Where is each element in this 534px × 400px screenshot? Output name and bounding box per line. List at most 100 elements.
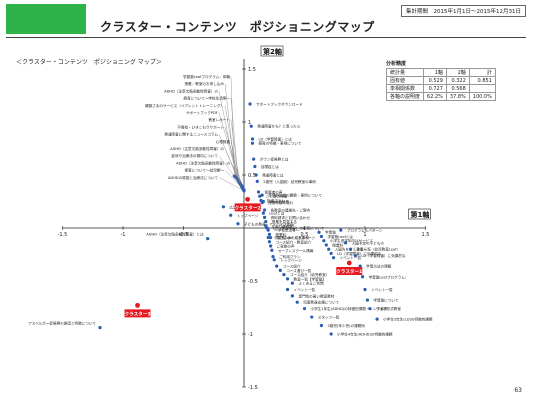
stats-table: 統計量 1軸 2軸 計 固有値 0.529 0.322 0.851 単相関係数 … <box>385 68 496 101</box>
data-point <box>290 294 294 298</box>
y-tick-label: -1.5 <box>248 385 258 391</box>
data-point <box>285 277 290 281</box>
page-title: クラスター・コンテンツ ポジショニングマップ <box>100 20 375 34</box>
leader-line <box>224 169 245 190</box>
leader-line <box>230 119 240 183</box>
point-label: コース選び一覧 <box>286 268 311 273</box>
point-label: 療育について～幼児期～ <box>185 168 225 173</box>
y-tick-label: -1 <box>248 332 253 338</box>
data-point <box>363 287 367 292</box>
axis-1-title: 第1軸 <box>411 210 430 219</box>
data-point <box>258 194 262 198</box>
data-point <box>261 199 265 204</box>
leader-line <box>218 155 243 188</box>
point-label: 不登校・ひきこもりサポート <box>177 124 224 129</box>
cluster-label-box <box>336 266 363 275</box>
point-label: 学習塾Leaf トップページ <box>274 235 315 240</box>
cluster-label-box <box>234 203 261 212</box>
data-point <box>229 213 233 217</box>
point-label: ADHDの原因と治療法について <box>168 175 219 180</box>
point-label: 小学生4年生(ADHD)の特徴的課題 <box>337 332 393 337</box>
brand-color-block <box>6 4 86 34</box>
point-label: ご家族の声 <box>277 244 295 249</box>
point-label: 資料請求とお問い合わせ <box>271 215 311 220</box>
data-point <box>329 332 333 336</box>
leader-line <box>230 162 243 189</box>
point-label: 保護者の声 <box>265 189 283 194</box>
point-label: 自閉症とは <box>261 164 279 169</box>
data-point <box>206 237 210 241</box>
point-label: LD（学習障害）の療育について <box>273 226 325 231</box>
axis-1-title-box <box>408 208 431 220</box>
point-label: ADHD（注意欠陥多動性障害）の <box>164 88 218 93</box>
point-label: 学習塾Leafとは <box>327 234 353 239</box>
axis-2-title-box <box>260 45 284 57</box>
data-point <box>285 287 290 292</box>
data-point <box>317 230 321 234</box>
point-label: 専門性の高い教室教材 <box>298 293 334 298</box>
point-label: 療育の特徴・事例について <box>258 141 301 146</box>
point-label: 授業料 <box>275 232 286 237</box>
data-point <box>319 323 324 328</box>
point-label: 学習塾について <box>373 298 398 303</box>
data-point <box>275 264 279 268</box>
data-point <box>252 157 256 161</box>
data-point <box>266 235 270 240</box>
y-tick-label: 1.5 <box>248 67 256 73</box>
title-underline <box>6 37 526 38</box>
data-point <box>339 228 343 232</box>
point-label: スタッフ一覧 <box>318 315 340 320</box>
point-label: 小学生3年生(LD)の特徴的課題 <box>383 317 433 322</box>
point-label: 授業を見学する <box>272 219 298 224</box>
x-tick-label: -0.5 <box>179 232 189 238</box>
point-label: 合理的配慮の義務・事例について <box>268 193 322 198</box>
data-point <box>255 179 259 183</box>
data-point <box>266 228 270 232</box>
data-point <box>254 173 258 177</box>
leader-line <box>218 112 240 182</box>
point-label: オープンスクール情報 <box>278 248 314 253</box>
point-label: 各教室の連絡先・ご案内 <box>271 207 311 212</box>
point-label: 指導プラン <box>267 198 285 203</box>
point-label: 学習塾Leafプログラム：体験 <box>183 74 230 79</box>
data-point <box>360 275 365 279</box>
point-label: LD（学習障害）とは <box>258 136 292 141</box>
point-label: サポートブックPDF <box>186 110 218 115</box>
cluster-point <box>245 196 251 202</box>
leader-line <box>218 90 237 179</box>
x-tick-label: -1.5 <box>58 232 68 238</box>
data-point <box>256 190 261 194</box>
leader-line <box>224 126 241 184</box>
data-point <box>310 315 314 319</box>
point-label: 発達障害かも？と思ったら <box>257 124 301 129</box>
data-point <box>264 220 268 224</box>
data-point <box>267 232 272 236</box>
point-label: ADHD（注意欠陥多動性障害）とは <box>146 232 204 237</box>
point-label: 授業／教室のお申し込み <box>184 81 224 86</box>
point-label: 療育について～学校生活等～ <box>183 96 230 101</box>
data-point <box>302 306 307 311</box>
leader-line <box>218 177 245 192</box>
x-tick-label: -1 <box>121 232 126 238</box>
data-point <box>253 164 257 169</box>
data-point <box>242 189 246 193</box>
point-label: ダウン症候群とは <box>260 157 289 162</box>
cluster-point <box>346 260 352 266</box>
axis-2-title: 第2軸 <box>263 47 282 56</box>
data-point <box>344 241 348 245</box>
data-point <box>375 317 379 321</box>
data-point <box>290 281 294 285</box>
point-label: トップページ <box>280 257 302 262</box>
point-label: 学習塾 <box>325 230 336 235</box>
data-point <box>260 193 264 197</box>
cluster-point <box>135 302 140 308</box>
point-label: LD（学習障害）に効果的な <box>361 253 406 258</box>
data-point <box>249 124 253 128</box>
point-label: ことばの発達 <box>266 194 288 199</box>
data-point <box>272 258 276 262</box>
point-label: 教室一覧【学習塾】 <box>294 276 326 281</box>
analysis-stats: 分析精度 統計量 1軸 2軸 計 固有値 0.529 0.322 0.851 単… <box>385 60 496 101</box>
point-label: 教室レポート <box>208 117 230 122</box>
data-point <box>271 255 275 259</box>
point-label: Leafとは <box>269 211 284 216</box>
